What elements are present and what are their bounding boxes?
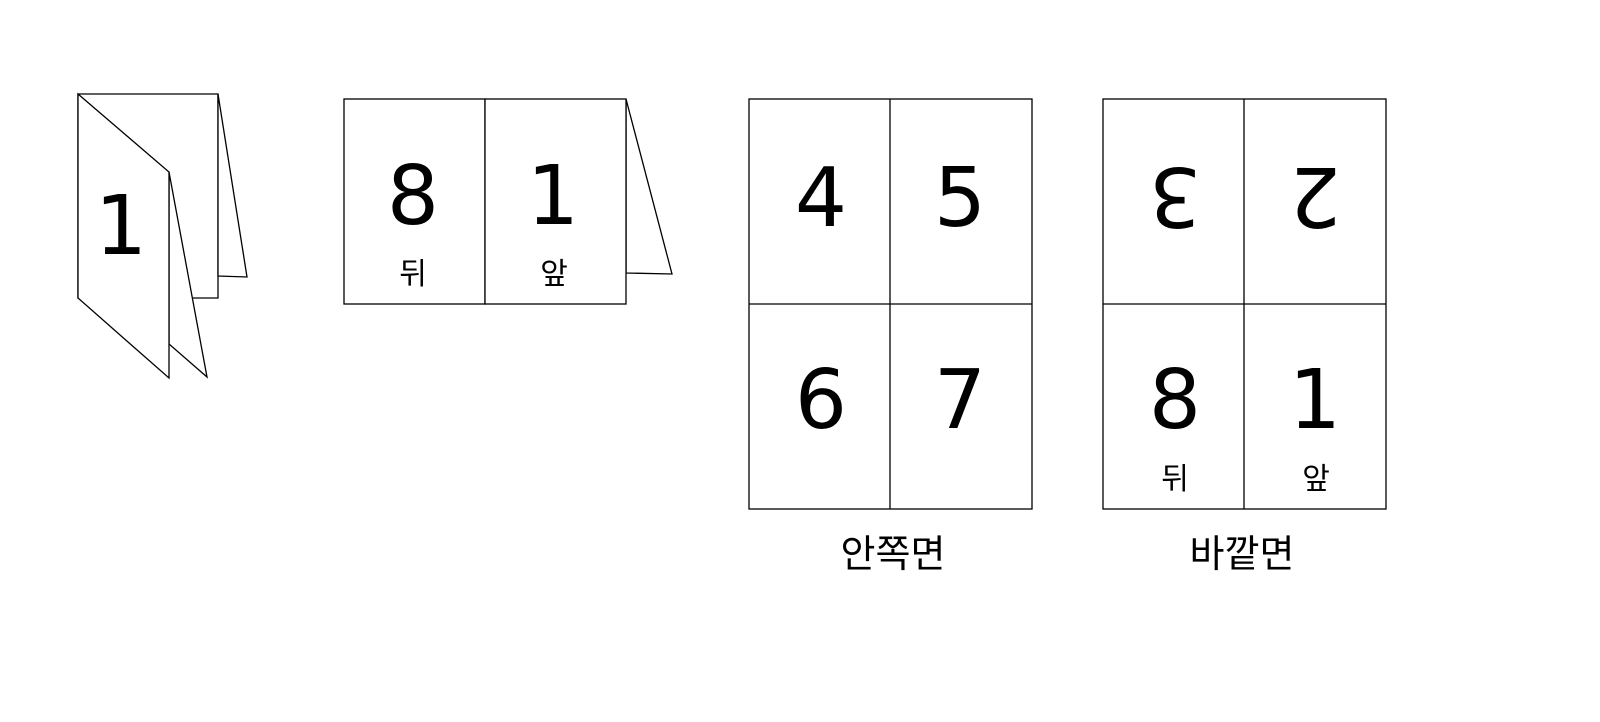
inside-page-bottom-right: 7 <box>934 353 986 448</box>
folded-booklet: 1 <box>77 92 248 380</box>
cover-front-label: 앞 <box>540 257 568 292</box>
cover-back-label: 뒤 <box>399 257 427 292</box>
outside-sheet-caption: 바깥면 <box>1190 532 1295 576</box>
outside-page-top-right: 2 <box>1289 148 1341 243</box>
booklet-front-page-number: 1 <box>95 179 147 274</box>
inside-page-bottom-left: 6 <box>795 353 847 448</box>
inside-sheet: 4 5 6 7 안쪽면 <box>748 98 1033 576</box>
outside-back-label: 뒤 <box>1161 462 1189 497</box>
outside-page-top-left: 3 <box>1149 148 1201 243</box>
cover-back-page-number: 8 <box>387 149 439 244</box>
inside-page-top-right: 5 <box>934 151 986 246</box>
booklet-back-flap <box>217 93 248 278</box>
outside-page-bottom-right: 1 <box>1289 353 1341 448</box>
outside-sheet: 3 2 8 1 뒤 앞 바깥면 <box>1102 98 1387 576</box>
cover-front-panel <box>484 98 627 305</box>
cover-front-page-number: 1 <box>527 149 579 244</box>
inside-sheet-caption: 안쪽면 <box>841 532 946 576</box>
outside-page-bottom-left: 8 <box>1149 353 1201 448</box>
booklet-front-cover <box>77 92 170 380</box>
open-cover: 8 1 뒤 앞 <box>343 98 673 305</box>
cover-inner-flap <box>625 98 673 275</box>
outside-front-label: 앞 <box>1302 462 1330 497</box>
inside-page-top-left: 4 <box>795 151 847 246</box>
